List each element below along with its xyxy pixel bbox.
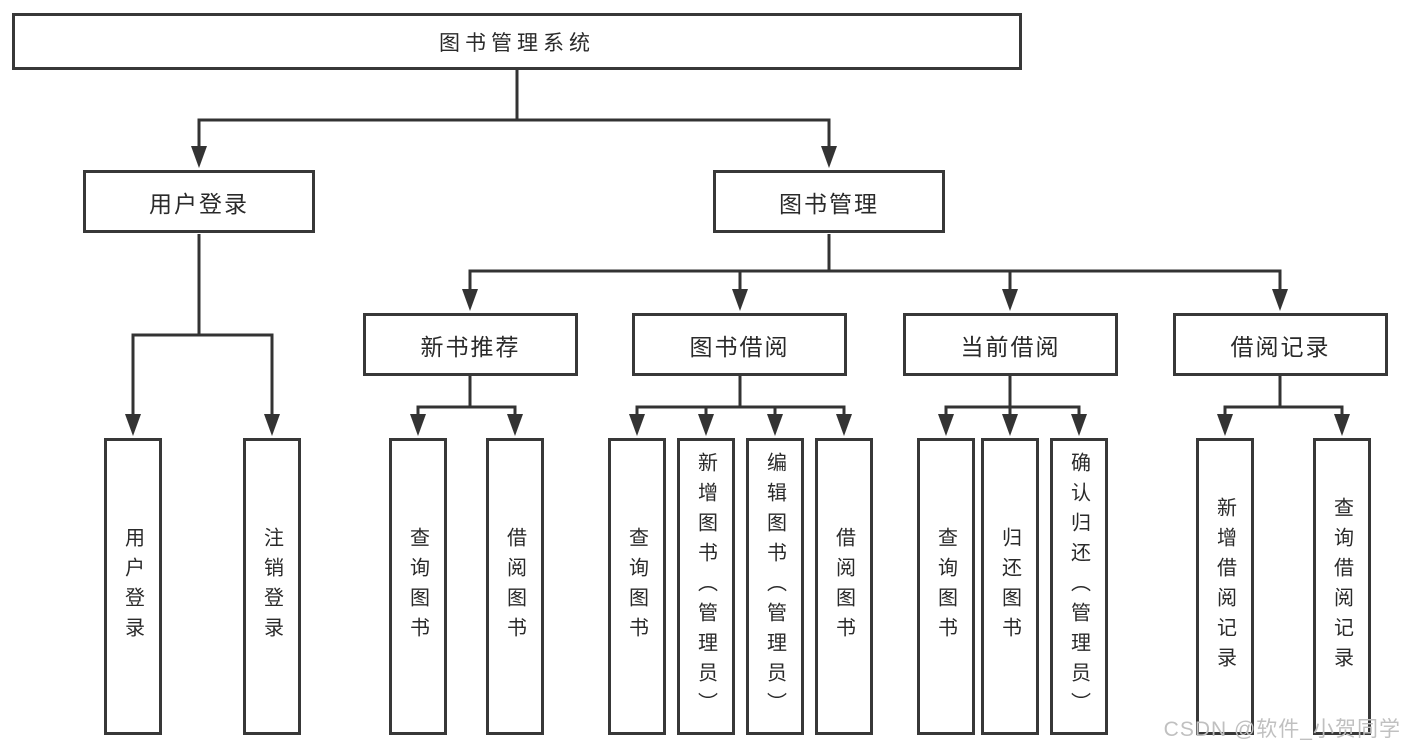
node-book-borrow-leaf-1: 新增图书（管理员）	[677, 438, 735, 735]
node-current-borrow: 当前借阅	[903, 313, 1118, 376]
node-new-book-leaf-1: 借阅图书	[486, 438, 544, 735]
node-current-borrow-leaf-0: 查询图书	[917, 438, 975, 735]
node-borrow-record: 借阅记录	[1173, 313, 1388, 376]
node-book-borrow: 图书借阅	[632, 313, 847, 376]
node-current-borrow-leaf-2: 确认归还（管理员）	[1050, 438, 1108, 735]
node-book-borrow-leaf-3: 借阅图书	[815, 438, 873, 735]
node-book-management: 图书管理	[713, 170, 945, 233]
csdn-watermark: CSDN @软件_小贺同学	[1163, 718, 1401, 741]
node-book-borrow-leaf-2: 编辑图书（管理员）	[746, 438, 804, 735]
node-new-book-leaf-0: 查询图书	[389, 438, 447, 735]
node-user-login: 用户登录	[83, 170, 315, 233]
node-user-login-leaf-1: 注销登录	[243, 438, 301, 735]
node-borrow-record-leaf-1: 查询借阅记录	[1313, 438, 1371, 735]
node-new-book-recommend: 新书推荐	[363, 313, 578, 376]
node-current-borrow-leaf-1: 归还图书	[981, 438, 1039, 735]
node-library-management-system: 图书管理系统	[12, 13, 1022, 70]
node-user-login-leaf-0: 用户登录	[104, 438, 162, 735]
node-borrow-record-leaf-0: 新增借阅记录	[1196, 438, 1254, 735]
node-book-borrow-leaf-0: 查询图书	[608, 438, 666, 735]
